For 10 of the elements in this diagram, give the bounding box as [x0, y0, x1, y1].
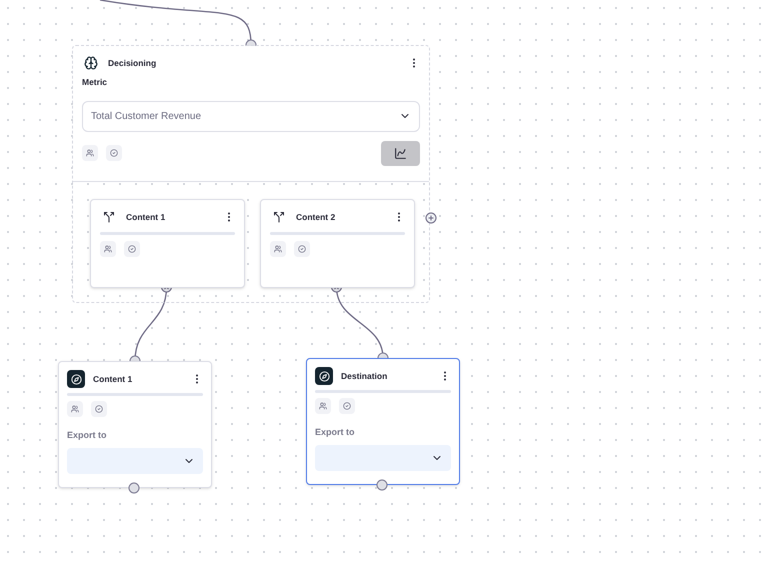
node-title: Content 2 [296, 210, 336, 224]
field-label: Export to [315, 426, 354, 439]
metric-select: Total Customer Revenue [82, 100, 420, 132]
decision-group [72, 45, 430, 303]
node-title: Content 1 [126, 210, 166, 224]
field-label: Export to [67, 429, 106, 442]
node-title: Decisioning [108, 56, 158, 70]
field-label: Metric [82, 76, 108, 89]
node-title: Content 1 [93, 372, 134, 386]
node-title: Destination [341, 370, 388, 382]
